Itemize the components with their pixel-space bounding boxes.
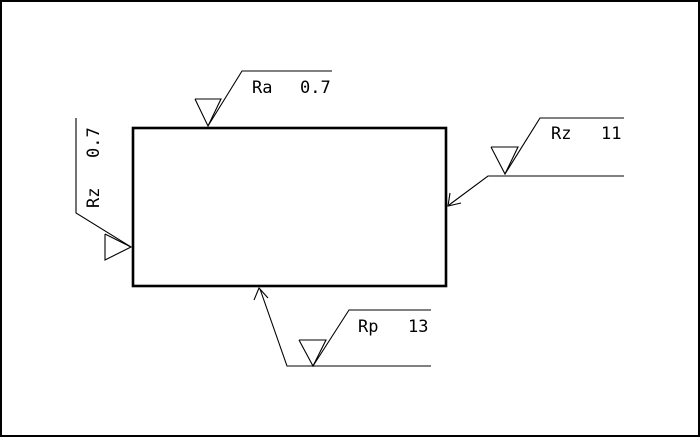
roughness-symbol-right: Rz 11 — [447, 117, 624, 207]
roughness-symbol-top: Ra 0.7 — [194, 70, 332, 128]
bottom-upper-leader — [312, 309, 431, 367]
right-arrow-leader — [448, 175, 624, 206]
top-triangle — [194, 98, 222, 128]
top-leader — [207, 70, 332, 127]
top-param-label: Ra — [252, 78, 272, 98]
right-upper-leader — [504, 117, 624, 175]
bottom-triangle — [298, 339, 327, 368]
top-value-label: 0.7 — [300, 78, 331, 98]
right-arrowhead — [447, 192, 462, 207]
bottom-arrow-leader — [259, 288, 431, 367]
left-triangle — [104, 233, 133, 261]
left-param-label: Rz — [84, 188, 104, 208]
right-value-label: 11 — [601, 124, 621, 144]
roughness-symbol-bottom: Rp 13 — [253, 286, 431, 368]
right-triangle — [490, 146, 519, 176]
left-value-label: 0.7 — [84, 127, 104, 158]
bottom-value-label: 13 — [408, 317, 428, 337]
right-param-label: Rz — [551, 124, 571, 144]
roughness-symbol-left: Rz 0.7 — [75, 118, 133, 261]
bottom-param-label: Rp — [358, 317, 378, 337]
part-outline — [131, 126, 448, 288]
left-leader — [75, 118, 132, 248]
bottom-arrowhead — [253, 286, 269, 301]
